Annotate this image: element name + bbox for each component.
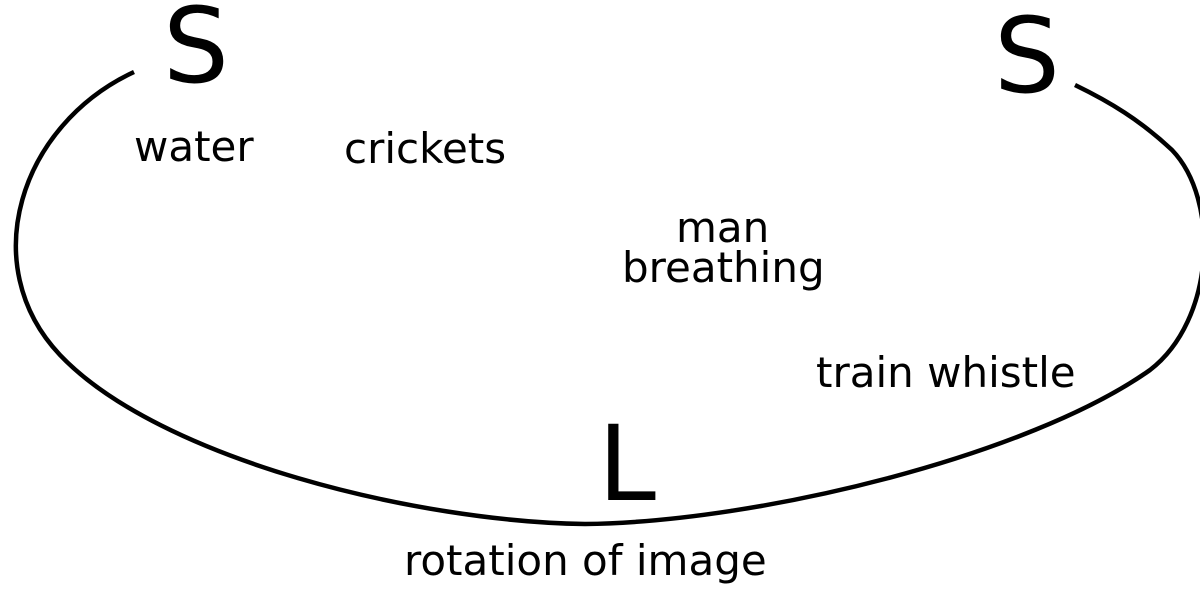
sound-label-water: water bbox=[134, 122, 254, 171]
arc-path bbox=[13, 69, 1200, 527]
sound-label-man: man bbox=[676, 203, 770, 252]
sound-label-train-whistle: train whistle bbox=[816, 348, 1076, 397]
low-point-marker: L bbox=[598, 403, 656, 525]
sound-label-breathing: breathing bbox=[622, 243, 825, 292]
start-marker-left: S bbox=[163, 0, 230, 107]
sound-label-crickets: crickets bbox=[344, 124, 507, 173]
start-marker-right: S bbox=[994, 0, 1061, 117]
diagram-caption: rotation of image bbox=[404, 536, 767, 585]
